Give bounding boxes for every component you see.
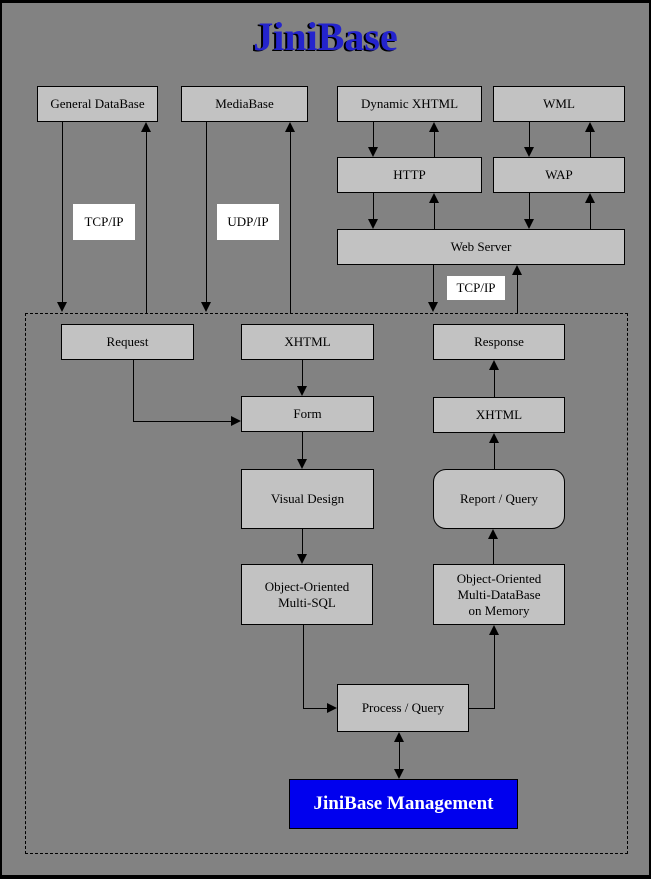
node-label: Response bbox=[474, 334, 524, 349]
connector-line bbox=[493, 537, 494, 564]
connector-line bbox=[62, 122, 63, 307]
node-label: Object-Oriented bbox=[264, 578, 350, 594]
connector-line bbox=[434, 130, 435, 157]
node-general-database: General DataBase bbox=[37, 86, 158, 122]
node-wap: WAP bbox=[493, 157, 625, 193]
arrowhead-down-icon bbox=[368, 147, 378, 157]
node-label: UDP/IP bbox=[227, 214, 269, 229]
node-jinibase-management: JiniBase Management bbox=[289, 779, 518, 829]
connector-line bbox=[302, 432, 303, 463]
connector-line bbox=[590, 201, 591, 229]
node-label: XHTML bbox=[475, 407, 523, 422]
arrowhead-up-icon bbox=[512, 265, 522, 275]
arrowhead-down-icon bbox=[297, 459, 307, 469]
connector-line bbox=[303, 625, 304, 709]
connector-line bbox=[399, 740, 400, 772]
connector-line bbox=[433, 265, 434, 307]
connector-line bbox=[302, 529, 303, 558]
arrowhead-down-icon bbox=[297, 554, 307, 564]
arrowhead-up-icon bbox=[489, 625, 499, 635]
node-wml: WML bbox=[493, 86, 625, 122]
arrowhead-down-icon bbox=[57, 302, 67, 312]
connector-line bbox=[434, 201, 435, 229]
node-response: Response bbox=[433, 324, 565, 360]
arrowhead-up-icon bbox=[585, 122, 595, 132]
connector-line bbox=[494, 633, 495, 709]
node-form: Form bbox=[241, 396, 374, 432]
node-tcp-ip-left: TCP/IP bbox=[73, 204, 135, 240]
arrowhead-up-icon bbox=[285, 122, 295, 132]
connector-line bbox=[133, 360, 134, 422]
node-label: WML bbox=[543, 96, 575, 111]
connector-line bbox=[373, 122, 374, 151]
node-dynamic-xhtml: Dynamic XHTML bbox=[337, 86, 482, 122]
node-label: Multi-DataBase bbox=[457, 586, 541, 602]
node-label: Report / Query bbox=[460, 491, 538, 506]
arrowhead-up-icon bbox=[429, 193, 439, 203]
node-report-query: Report / Query bbox=[433, 469, 565, 529]
node-label: TCP/IP bbox=[84, 214, 124, 229]
connector-line bbox=[290, 130, 291, 313]
arrowhead-up-icon bbox=[394, 732, 404, 742]
node-xhtml-out: XHTML bbox=[433, 397, 565, 433]
connector-line bbox=[146, 130, 147, 313]
node-visual-design: Visual Design bbox=[241, 469, 374, 529]
connector-line bbox=[590, 130, 591, 157]
arrowhead-up-icon bbox=[489, 433, 499, 443]
connector-line bbox=[373, 193, 374, 223]
node-label: TCP/IP bbox=[456, 280, 496, 295]
arrowhead-down-icon bbox=[201, 302, 211, 312]
arrowhead-down-icon bbox=[297, 386, 307, 396]
connector-line bbox=[206, 122, 207, 307]
connector-line bbox=[303, 708, 331, 709]
system-boundary bbox=[25, 313, 628, 854]
node-web-server: Web Server bbox=[337, 229, 625, 265]
node-label: Form bbox=[293, 406, 322, 421]
node-label: Multi-SQL bbox=[278, 594, 336, 610]
arrowhead-right-icon bbox=[327, 703, 337, 713]
arrowhead-up-icon bbox=[141, 122, 151, 132]
node-request: Request bbox=[61, 324, 194, 360]
arrowhead-down-icon bbox=[428, 302, 438, 312]
node-xhtml-in: XHTML bbox=[241, 324, 374, 360]
connector-line bbox=[494, 441, 495, 469]
node-label: JiniBase Management bbox=[313, 793, 494, 814]
node-mediabase: MediaBase bbox=[181, 86, 308, 122]
node-label: Dynamic XHTML bbox=[360, 96, 459, 111]
arrowhead-down-icon bbox=[524, 219, 534, 229]
arrowhead-up-icon bbox=[429, 122, 439, 132]
node-label: Visual Design bbox=[270, 491, 345, 506]
node-label: HTTP bbox=[393, 167, 426, 182]
node-label: Web Server bbox=[450, 239, 512, 254]
node-label: General DataBase bbox=[50, 96, 145, 111]
node-udp-ip: UDP/IP bbox=[217, 204, 279, 240]
node-label: Request bbox=[106, 334, 149, 349]
connector-line bbox=[494, 368, 495, 397]
arrowhead-down-icon bbox=[368, 219, 378, 229]
connector-line bbox=[529, 122, 530, 151]
node-process-query: Process / Query bbox=[337, 684, 469, 732]
arrowhead-up-icon bbox=[489, 360, 499, 370]
connector-line bbox=[469, 708, 495, 709]
node-tcp-ip-right: TCP/IP bbox=[447, 276, 505, 300]
connector-line bbox=[302, 360, 303, 390]
node-label: MediaBase bbox=[215, 96, 274, 111]
node-label: WAP bbox=[545, 167, 573, 182]
arrowhead-right-icon bbox=[231, 416, 241, 426]
node-label: on Memory bbox=[468, 602, 530, 618]
arrowhead-down-icon bbox=[524, 147, 534, 157]
arrowhead-up-icon bbox=[585, 193, 595, 203]
connector-line bbox=[517, 273, 518, 313]
node-label: XHTML bbox=[284, 334, 331, 349]
node-label: Process / Query bbox=[361, 700, 445, 715]
arrowhead-down-icon bbox=[394, 769, 404, 779]
node-http: HTTP bbox=[337, 157, 482, 193]
node-label: Object-Oriented bbox=[456, 570, 542, 586]
arrowhead-up-icon bbox=[488, 529, 498, 539]
connector-line bbox=[529, 193, 530, 223]
connector-line bbox=[133, 421, 235, 422]
diagram-title: JiniBase bbox=[253, 14, 398, 59]
